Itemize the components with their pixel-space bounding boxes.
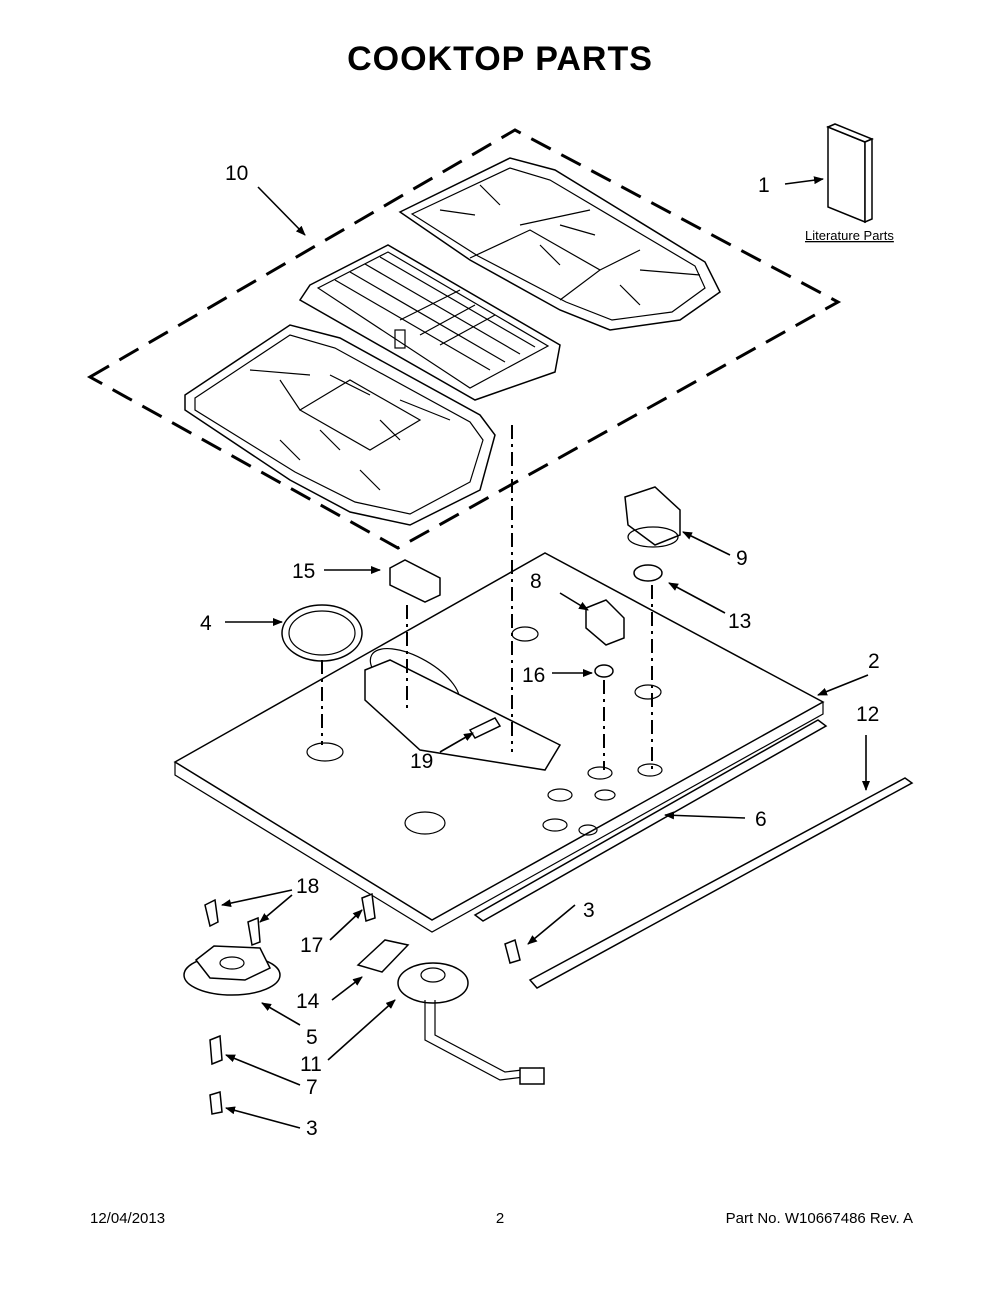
footer-date: 12/04/2013: [90, 1210, 166, 1227]
bracket: [356, 939, 410, 973]
trim-strip-front: [528, 777, 914, 989]
screw-3: [209, 1091, 223, 1115]
left-grate: [184, 324, 496, 526]
callout-3: 3: [583, 899, 595, 922]
orifice: [209, 1034, 223, 1066]
burner-gasket: [281, 604, 363, 662]
callout-18: 18: [296, 875, 319, 898]
callout-1: 1: [758, 174, 770, 197]
callout-17: 17: [300, 934, 323, 957]
screw-17: [361, 892, 376, 922]
screw-18b: [247, 916, 261, 947]
control-knob-large: [624, 486, 681, 548]
griddle-grate: [298, 244, 561, 401]
callout-11: 11: [300, 1053, 322, 1076]
callout-10: 10: [225, 162, 248, 185]
callout-6: 6: [755, 808, 767, 831]
callout-9: 9: [736, 547, 748, 570]
screw-18a: [204, 898, 219, 928]
grate-assembly-boundary: [86, 128, 842, 550]
trim-strip: [473, 719, 828, 922]
knob-washer: [594, 664, 614, 678]
burner-base: [183, 945, 281, 996]
callout-7: 7: [306, 1076, 318, 1099]
footer-part-number: Part No. W10667486 Rev. A: [725, 1210, 913, 1227]
callout-3-lower: 3: [306, 1117, 318, 1140]
callout-5: 5: [306, 1026, 318, 1049]
literature-parts-label: Literature Parts: [805, 228, 894, 243]
callout-12: 12: [856, 703, 879, 726]
grate-clip: [389, 559, 441, 603]
screw-3-right: [504, 938, 521, 964]
callout-8: 8: [530, 570, 542, 593]
callout-19: 19: [410, 750, 433, 773]
callout-4: 4: [200, 612, 212, 635]
callout-2: 2: [868, 650, 880, 673]
right-grate: [398, 157, 721, 331]
callout-13: 13: [728, 610, 751, 633]
knob-bezel: [633, 564, 663, 582]
footer-page-number: 2: [495, 1210, 505, 1227]
callout-14: 14: [296, 990, 320, 1013]
control-knob-small: [585, 599, 625, 646]
callout-16: 16: [522, 664, 545, 687]
literature-book: [826, 123, 874, 224]
callout-15: 15: [292, 560, 315, 583]
burner-tube-assembly: [397, 962, 545, 1085]
page-title: COOKTOP PARTS: [347, 40, 653, 78]
